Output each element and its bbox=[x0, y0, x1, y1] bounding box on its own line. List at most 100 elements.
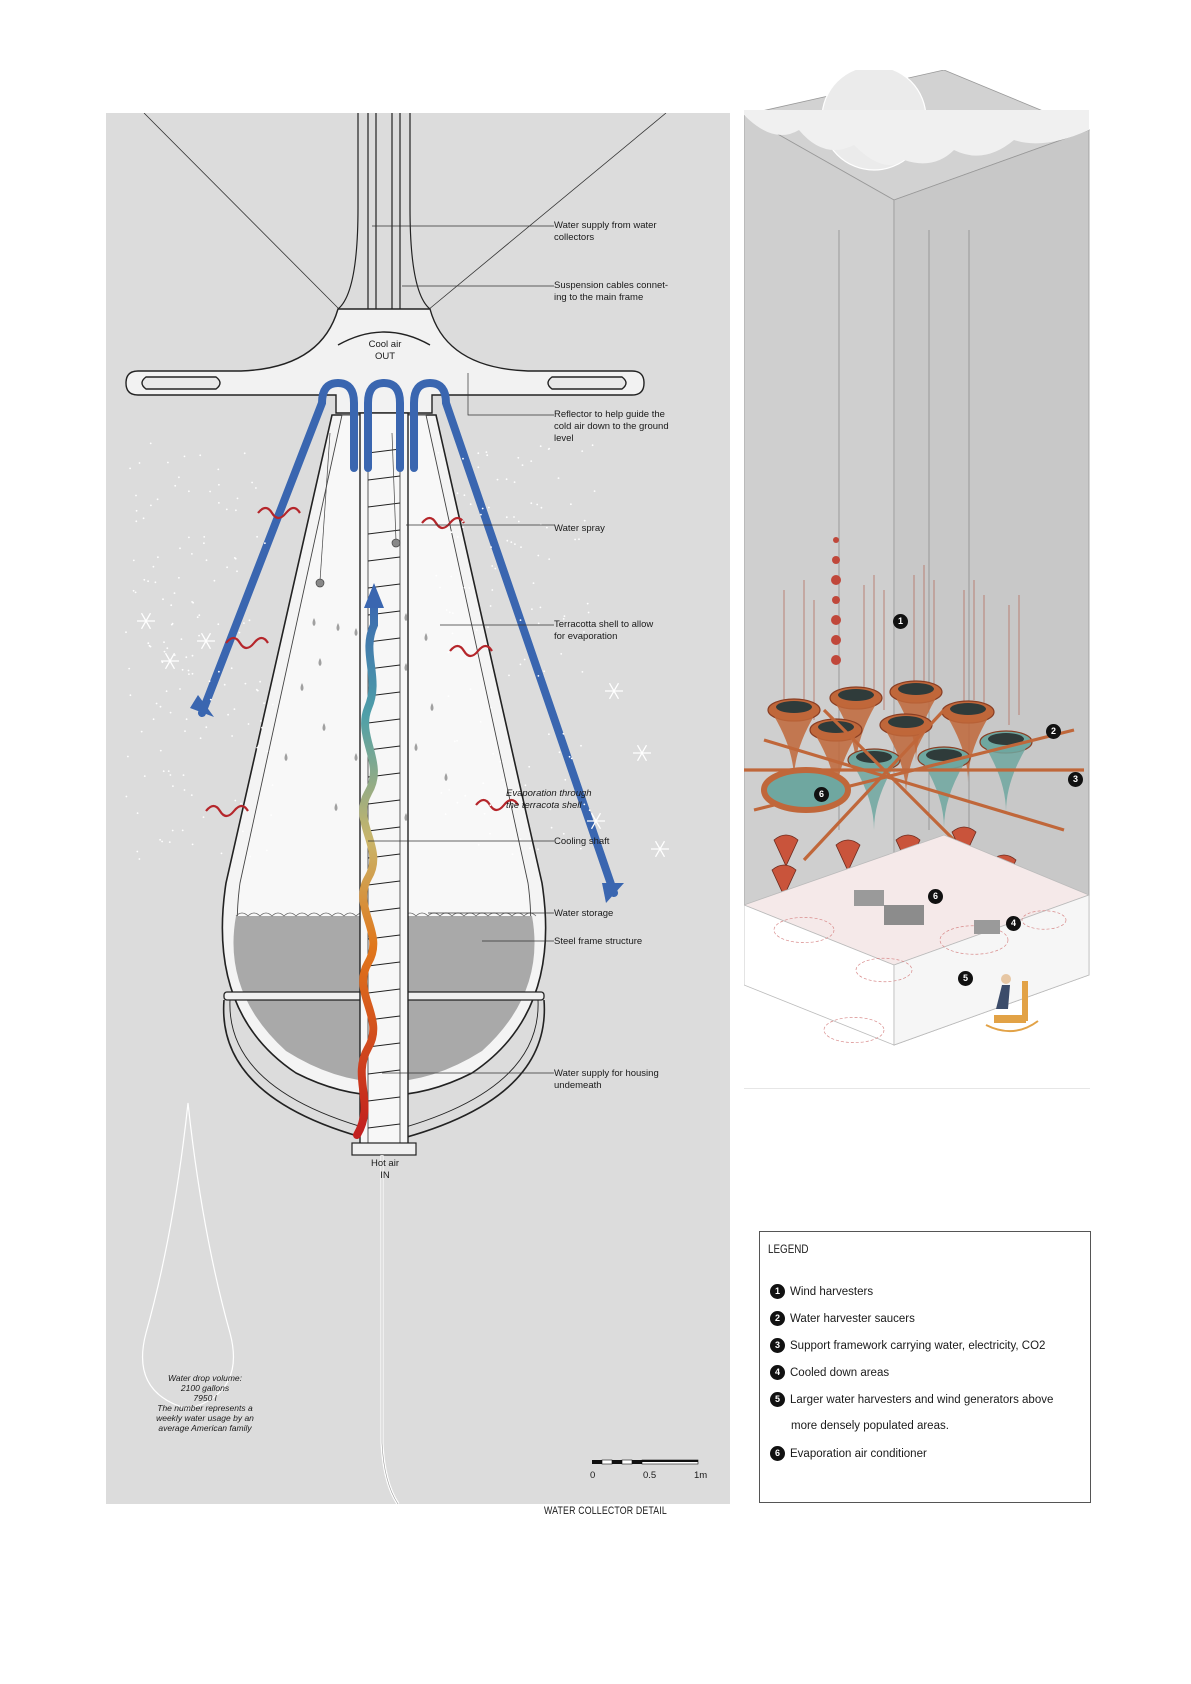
air-dot bbox=[180, 638, 183, 640]
ground-plane bbox=[744, 834, 1091, 1046]
air-dot bbox=[570, 503, 572, 506]
evaporation-wave bbox=[449, 644, 493, 658]
air-dot bbox=[440, 792, 443, 794]
cooling-shaft bbox=[351, 412, 417, 1156]
air-dot bbox=[450, 575, 453, 578]
water-drop-volume-shape bbox=[142, 1102, 234, 1410]
air-dot bbox=[234, 799, 237, 802]
air-dot bbox=[209, 490, 211, 493]
air-dot bbox=[249, 855, 252, 858]
legend-item-3: 3 Support framework carrying water, elec… bbox=[770, 1338, 1045, 1353]
air-dot bbox=[185, 656, 188, 659]
air-dot bbox=[491, 589, 494, 591]
air-dot bbox=[256, 746, 259, 749]
legend-text-5-cont: more densely populated areas. bbox=[791, 1420, 949, 1432]
air-dot bbox=[531, 608, 533, 610]
air-dot bbox=[181, 668, 184, 671]
air-dot bbox=[540, 506, 543, 509]
air-dot bbox=[528, 765, 531, 768]
air-dot bbox=[135, 509, 138, 512]
water-droplet bbox=[354, 628, 358, 636]
air-dot bbox=[479, 721, 482, 723]
air-dot bbox=[564, 778, 567, 781]
saucer-top bbox=[838, 689, 874, 701]
air-dot bbox=[167, 770, 170, 772]
saucer-top bbox=[926, 749, 962, 761]
air-dot bbox=[203, 542, 205, 545]
air-dot bbox=[168, 841, 171, 843]
air-dot bbox=[578, 538, 580, 541]
air-dot bbox=[136, 812, 139, 814]
air-dot bbox=[486, 454, 489, 457]
saucer-top bbox=[856, 751, 892, 763]
air-dot bbox=[159, 838, 161, 841]
air-dot bbox=[514, 543, 516, 545]
air-dot bbox=[581, 671, 584, 673]
air-dot bbox=[179, 547, 181, 550]
legend-text-6: Evaporation air conditioner bbox=[790, 1447, 927, 1460]
air-dot bbox=[217, 623, 220, 626]
air-dot bbox=[462, 457, 464, 460]
air-dot bbox=[161, 840, 163, 843]
air-dot bbox=[135, 520, 138, 523]
air-dot bbox=[147, 580, 149, 583]
air-dot bbox=[562, 732, 565, 735]
air-dot bbox=[545, 806, 548, 809]
air-dot bbox=[181, 829, 184, 832]
evaporation-wave bbox=[421, 516, 465, 530]
shaft-louver bbox=[367, 988, 401, 994]
air-dot bbox=[136, 850, 139, 853]
air-dot bbox=[155, 702, 158, 705]
air-dot bbox=[198, 634, 200, 637]
suspension-cable-left bbox=[143, 113, 341, 311]
air-dot bbox=[218, 483, 220, 486]
water-droplet bbox=[404, 663, 408, 671]
air-dot bbox=[456, 536, 459, 538]
water-droplet bbox=[284, 753, 288, 761]
air-dot bbox=[568, 755, 571, 758]
water-droplet bbox=[414, 743, 418, 751]
air-dot bbox=[183, 789, 186, 791]
air-dot bbox=[558, 751, 561, 754]
water-droplet bbox=[300, 683, 304, 691]
air-dot bbox=[178, 576, 180, 579]
air-dot bbox=[583, 519, 586, 522]
air-dot bbox=[489, 804, 492, 807]
air-dot bbox=[491, 565, 494, 567]
air-dot bbox=[530, 460, 533, 462]
label-cool-air-out: Cool air OUT bbox=[368, 339, 402, 362]
air-dot bbox=[447, 651, 450, 654]
air-dot bbox=[152, 718, 155, 721]
air-dot bbox=[163, 650, 166, 653]
air-dot bbox=[174, 484, 177, 487]
air-dot bbox=[447, 695, 450, 698]
air-dot bbox=[437, 451, 440, 454]
saucer-stem bbox=[924, 764, 964, 828]
air-dot bbox=[456, 739, 458, 742]
seated-person bbox=[985, 974, 1039, 1032]
air-dot bbox=[225, 508, 228, 511]
label-steel-frame: Steel frame structure bbox=[554, 936, 643, 947]
label-water-storage: Water storage bbox=[554, 908, 614, 919]
air-dot bbox=[185, 718, 188, 721]
air-dot bbox=[199, 454, 202, 457]
air-dot bbox=[513, 481, 516, 483]
saucer-top bbox=[950, 703, 986, 715]
cool-air-flow bbox=[198, 378, 618, 897]
saucer-stem bbox=[986, 748, 1026, 812]
legend-num-4: 4 bbox=[770, 1365, 785, 1380]
air-dot bbox=[557, 477, 560, 479]
air-dot bbox=[456, 492, 459, 495]
air-dot bbox=[243, 622, 245, 624]
air-dot bbox=[463, 586, 466, 589]
air-dot bbox=[159, 705, 162, 708]
air-dot bbox=[588, 809, 591, 812]
air-dot bbox=[191, 654, 194, 657]
axon-marker-3: 3 bbox=[1068, 772, 1083, 787]
air-dot bbox=[127, 755, 129, 758]
air-dot bbox=[587, 611, 590, 614]
scale-tick-half: 0.5 bbox=[643, 1470, 657, 1481]
air-dot bbox=[469, 688, 472, 691]
air-dot bbox=[583, 631, 585, 633]
air-dot bbox=[196, 616, 199, 619]
